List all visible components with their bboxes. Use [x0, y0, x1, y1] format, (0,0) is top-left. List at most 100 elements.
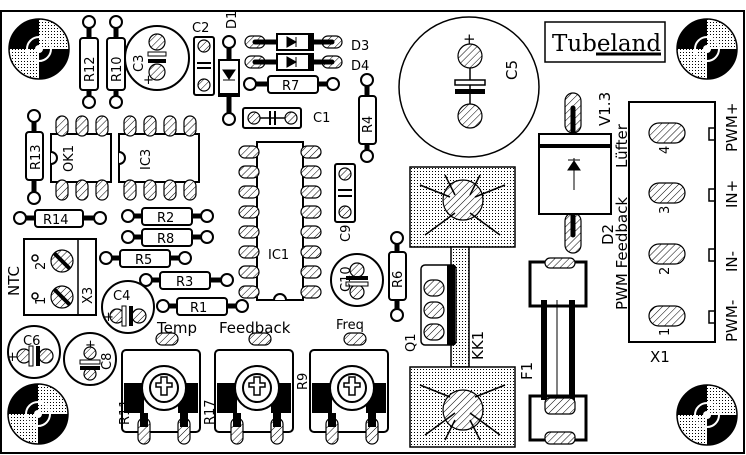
mounting-hole-bottom-left: [7, 383, 69, 445]
x1-pad-1: [648, 305, 686, 327]
x1-pin-1-num: 1: [658, 328, 673, 336]
label-r11: R11: [118, 399, 133, 425]
label-c4: C4: [113, 289, 130, 304]
label-r6: R6: [391, 271, 406, 288]
diode-d1: D1: [218, 11, 240, 126]
label-c10: C10: [339, 266, 354, 292]
x1-pin-pwm-minus: PWM-: [723, 300, 741, 342]
label-d1: D1: [225, 11, 240, 29]
resistor-r5: R5: [99, 249, 192, 268]
resistor-r7: R7: [243, 75, 340, 94]
fuse-f1[interactable]: F1: [518, 257, 588, 445]
capacitor-c2: C2: [192, 21, 215, 96]
capacitor-c5: + C5: [398, 16, 540, 158]
diode-d2: D2: [538, 92, 617, 254]
label-r7: R7: [282, 79, 299, 94]
x1-pad-3: [648, 182, 686, 204]
label-feedback: Feedback: [219, 319, 291, 337]
diode-d4: D4: [244, 53, 369, 74]
plus-sign: +: [463, 30, 476, 48]
capacitor-c1: C1: [242, 107, 330, 129]
label-q1: Q1: [404, 333, 419, 352]
capacitor-c3: C3 +: [124, 25, 190, 91]
label-r3: R3: [176, 275, 193, 290]
resistor-r13: R13: [25, 109, 44, 205]
x1-pin-in-minus: IN-: [723, 251, 741, 272]
resistor-r14: R14: [13, 209, 107, 228]
version-label: V1.3: [596, 92, 614, 126]
trimmer-r9[interactable]: R9: [296, 332, 389, 445]
resistor-r2: R2: [121, 207, 214, 226]
resistor-r4: R4: [358, 73, 377, 163]
capacitor-c9: C9: [334, 163, 356, 242]
label-r2: R2: [157, 211, 174, 226]
resistor-r8: R8: [121, 228, 214, 247]
mounting-hole-bottom-right: [676, 384, 738, 446]
x1-pin-in-plus: IN+: [723, 180, 741, 208]
label-c5: C5: [503, 60, 521, 80]
capacitor-c4: C4 +: [101, 280, 155, 334]
label-d4: D4: [351, 59, 369, 74]
label-r14: R14: [43, 213, 69, 228]
resistor-r3: R3: [139, 271, 234, 290]
title-label: Lüfter: [613, 123, 631, 168]
connector-x1: 1 2 3 4 PWM- IN- IN+ PWM+ X1: [628, 101, 741, 366]
label-c9: C9: [339, 225, 354, 242]
x1-pin-pwm-plus: PWM+: [723, 103, 741, 152]
diode-d3: D3: [244, 33, 369, 54]
resistor-r1: R1: [156, 297, 249, 316]
plus-sign: +: [103, 310, 114, 325]
connector-x3: NTC 2 1 X3: [5, 238, 97, 316]
capacitor-c10: C10: [330, 253, 384, 307]
x1-pin-4-num: 4: [658, 146, 673, 154]
label-ic1: IC1: [268, 248, 289, 263]
label-r17: R17: [203, 399, 218, 425]
label-c8: C8: [100, 353, 115, 370]
label-r5: R5: [135, 253, 152, 268]
trimmer-r11[interactable]: R11: [118, 332, 201, 445]
brand-logo: Tubeland: [544, 21, 666, 63]
x1-pin-3-num: 3: [658, 206, 673, 214]
label-ic3: IC3: [139, 149, 154, 170]
mounting-hole-top-left: [8, 18, 70, 80]
label-r10: R10: [110, 56, 125, 82]
transistor-q1: Q1: [404, 264, 457, 352]
label-ok1: OK1: [62, 145, 77, 172]
label-r13: R13: [29, 144, 44, 170]
label-f1: F1: [518, 362, 536, 380]
label-r12: R12: [83, 56, 98, 82]
heatsink-kk1: KK1: [409, 166, 516, 448]
plus-sign: +: [7, 350, 18, 365]
x3-pin-2-label: 2: [34, 262, 49, 270]
resistor-r12: R12: [79, 15, 99, 109]
label-r4: R4: [361, 116, 376, 133]
label-r9: R9: [296, 373, 311, 390]
label-kk1: KK1: [469, 331, 487, 360]
capacitor-c8: + C8: [63, 332, 117, 386]
label-freq: Freq: [336, 318, 364, 333]
x3-pin-1-label: 1: [34, 297, 49, 305]
resistor-r6: R6: [388, 231, 407, 322]
x1-pin-2-num: 2: [658, 267, 673, 275]
label-c2: C2: [192, 21, 209, 36]
label-r1: R1: [190, 301, 207, 316]
label-c3: C3: [132, 55, 147, 72]
label-pwm-feedback: PWM Feedback: [613, 197, 631, 310]
label-r8: R8: [157, 232, 174, 247]
trimmer-r17[interactable]: R17: [203, 332, 294, 445]
label-x1: X1: [650, 348, 670, 366]
mounting-hole-top-right: [676, 18, 738, 80]
label-d3: D3: [351, 39, 369, 54]
label-d2: D2: [599, 224, 617, 245]
label-c6: C6: [23, 334, 40, 349]
label-ntc: NTC: [5, 266, 23, 296]
capacitor-c6: C6 +: [7, 325, 61, 379]
optocoupler-ok1: OK1: [50, 115, 112, 201]
x1-pad-4: [648, 122, 686, 144]
label-x3: X3: [81, 287, 96, 304]
ic-ic1: IC1: [238, 141, 322, 301]
plus-sign: +: [85, 338, 96, 353]
plus-sign: +: [143, 73, 154, 88]
label-c1: C1: [313, 111, 330, 126]
